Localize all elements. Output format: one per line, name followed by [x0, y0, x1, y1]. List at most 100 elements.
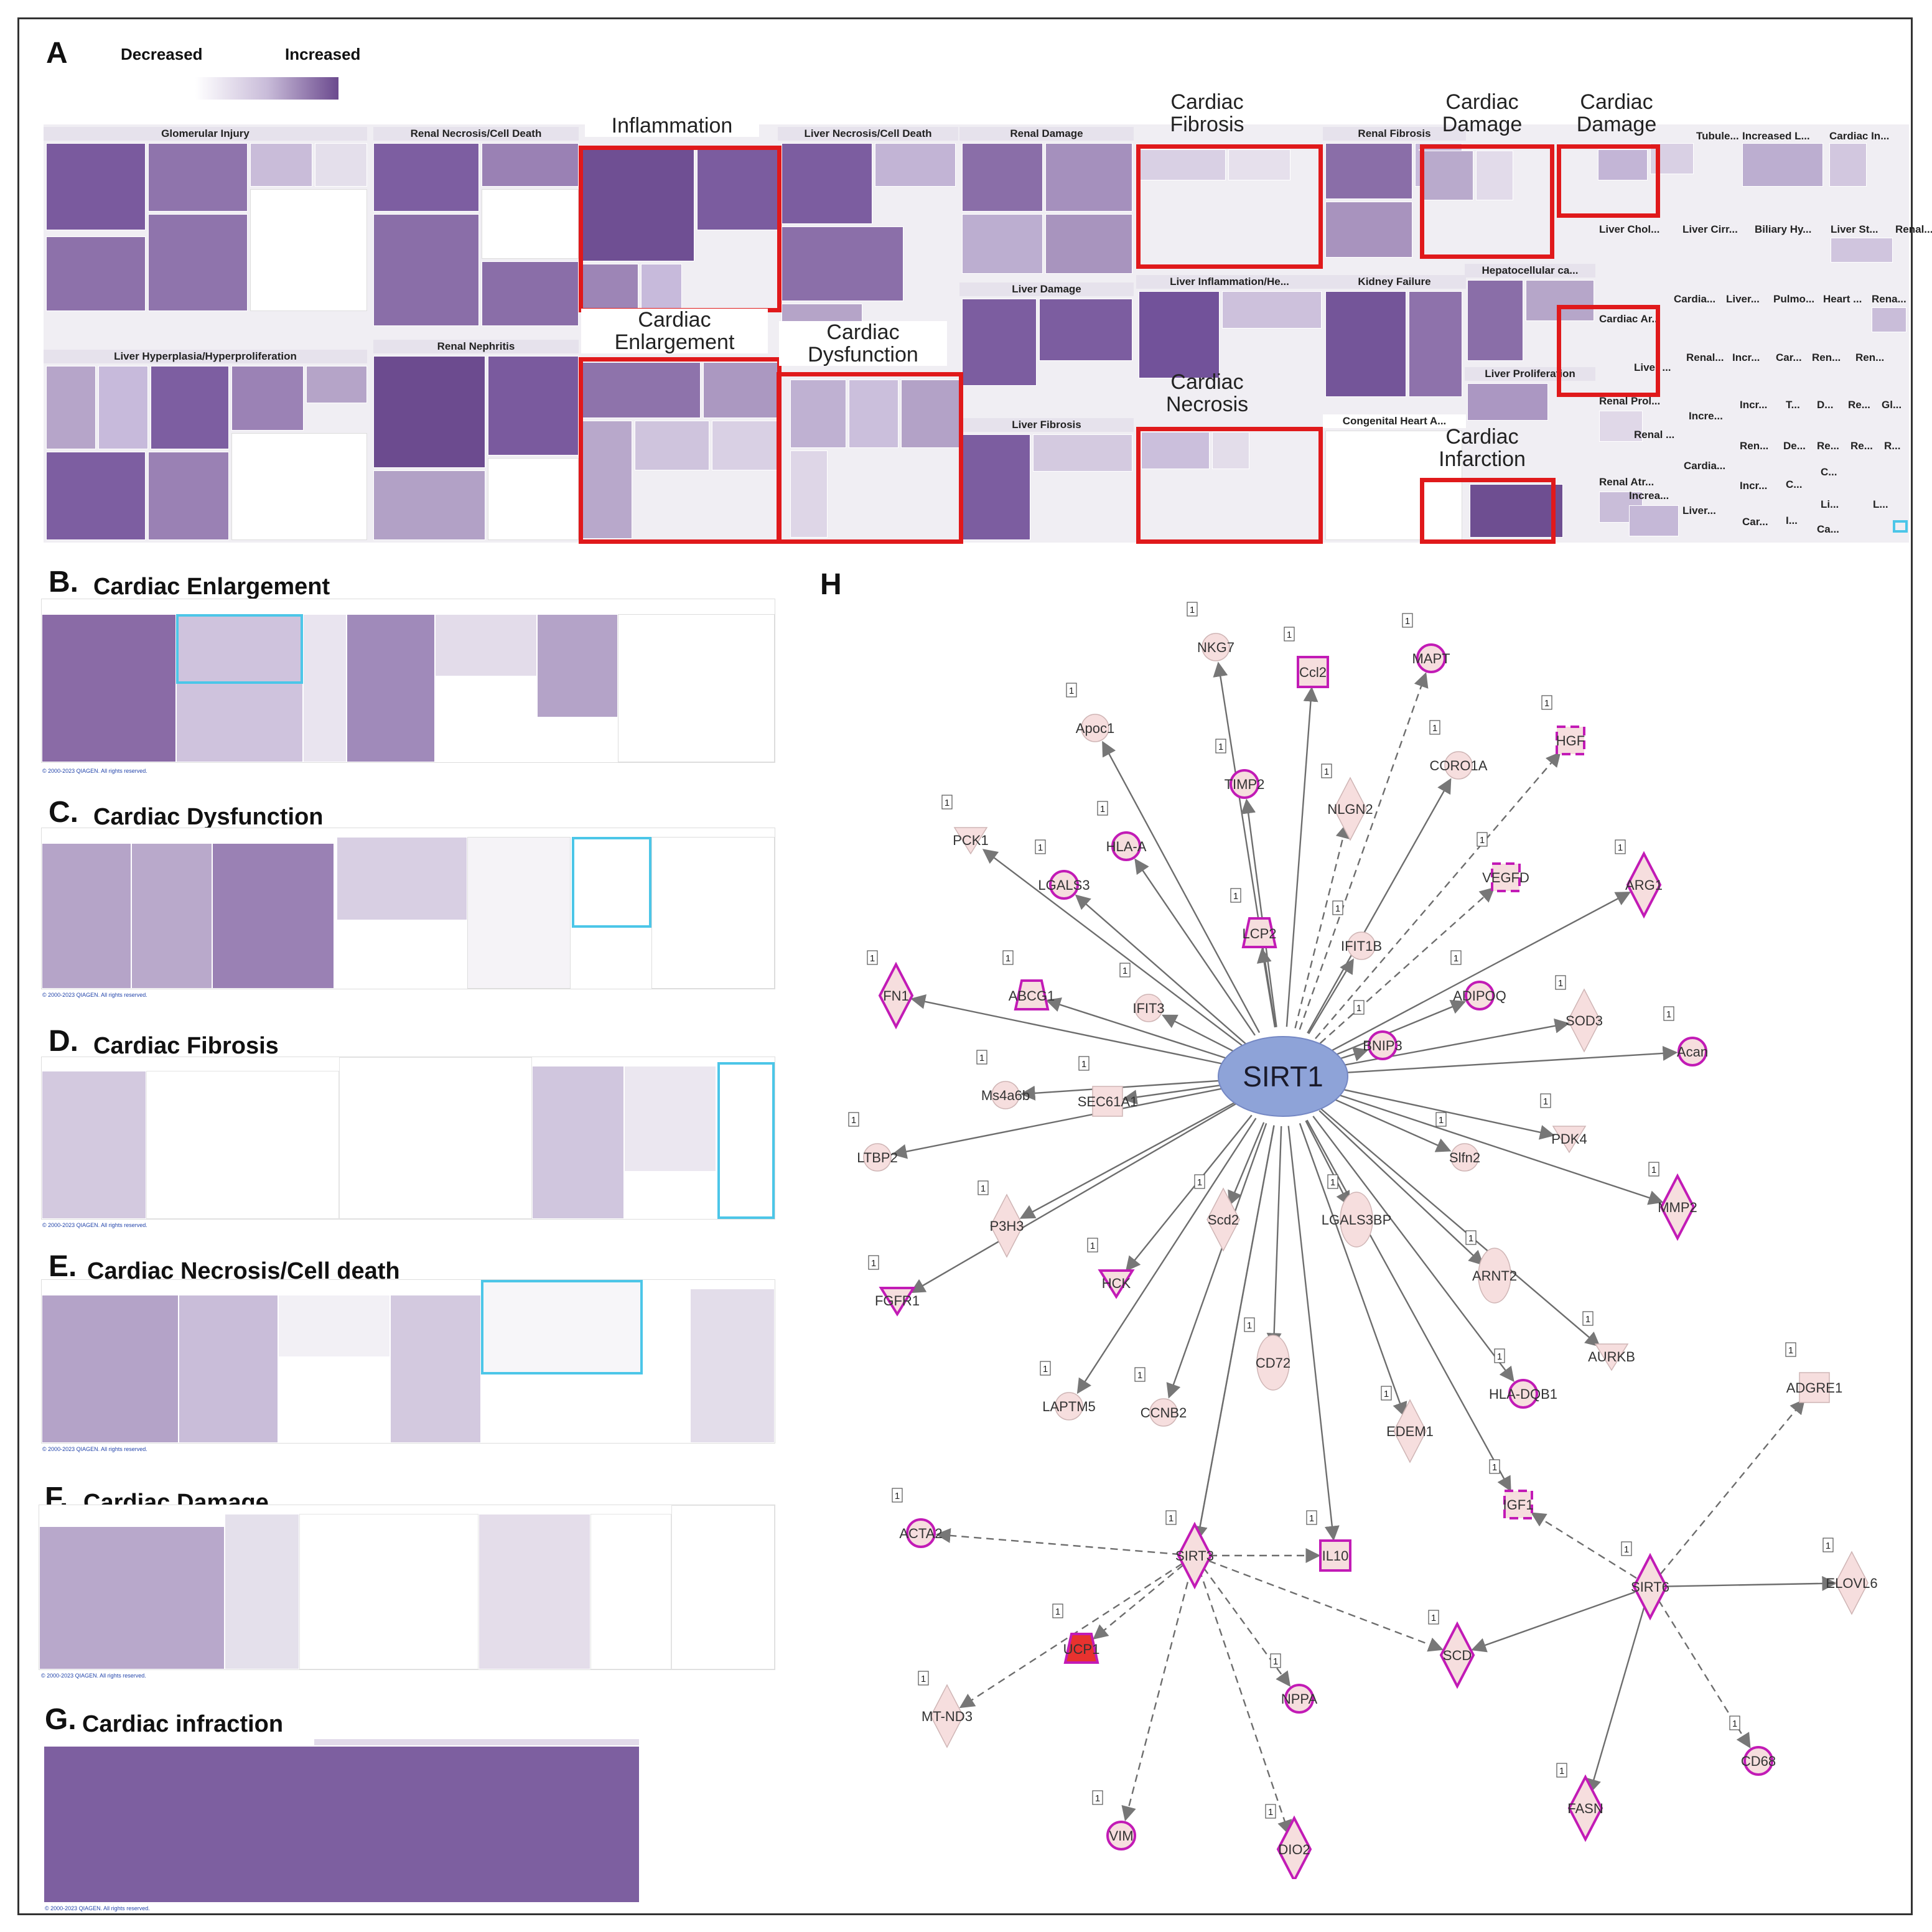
node-shape	[1134, 994, 1163, 1022]
node-label: P3H3	[989, 1218, 1024, 1234]
title-renal-top: Renal...	[1895, 223, 1932, 235]
highlight-cardiac-enlargement[interactable]	[579, 357, 782, 544]
node-label: Slfn2	[1449, 1150, 1480, 1165]
node-badge-text: 1	[1233, 891, 1238, 902]
highlight-cardiac-damage-1[interactable]	[1420, 144, 1554, 259]
node-badge-text: 1	[1480, 835, 1485, 846]
node-badge-text: 1	[1544, 698, 1549, 709]
node-label: VIM	[1109, 1828, 1133, 1844]
highlight-cardiac-necrosis[interactable]	[1136, 427, 1323, 544]
node-badge	[1540, 1093, 1551, 1108]
node-shape	[1594, 1343, 1629, 1371]
node-shape	[990, 1193, 1024, 1258]
title-l: L...	[1873, 498, 1888, 510]
highlight-cardiac-infarction[interactable]	[1420, 478, 1556, 544]
selected-region[interactable]	[717, 1062, 775, 1219]
highlight-cardiac-fibrosis[interactable]	[1136, 144, 1323, 269]
label-cardiac-dysfunction: Cardiac Dysfunction	[779, 321, 947, 366]
highlight-cardiac-damage-2[interactable]	[1557, 144, 1660, 218]
selected-region[interactable]	[572, 837, 651, 928]
highlight-inflammation[interactable]	[579, 146, 782, 312]
node-badge-text: 1	[1287, 630, 1292, 640]
label-inflammation: Inflammation	[585, 114, 759, 137]
node-badge-text: 1	[981, 1183, 986, 1194]
selected-region[interactable]	[481, 1280, 643, 1374]
node-shape	[1659, 1173, 1696, 1241]
node-shape	[906, 1518, 936, 1548]
selected-region[interactable]	[176, 614, 303, 684]
network-hub-sirt1[interactable]: SIRT1	[1218, 1036, 1348, 1117]
node-badge-text: 1	[1384, 1389, 1389, 1399]
highlight-cardiac-arrhythmia[interactable]	[1557, 305, 1660, 397]
node-badge	[1785, 1342, 1796, 1357]
network-edge	[1328, 1096, 1452, 1152]
title-incr-1: Incr...	[1732, 352, 1760, 363]
treemap-cell	[1829, 143, 1867, 187]
title-incre: Incre...	[1689, 410, 1723, 422]
highlight-cardiac-dysfunction[interactable]	[777, 372, 963, 544]
node-badge-text: 1	[945, 798, 950, 808]
node-label: PCK1	[953, 833, 988, 848]
node-shape	[1177, 1521, 1213, 1590]
title-pulmo: Pulmo...	[1773, 293, 1815, 305]
network-node-mtnd3[interactable]: 1MT-ND3	[918, 1671, 973, 1748]
panel-title-c: Cardiac Dysfunction	[93, 804, 324, 830]
node-shape	[1626, 851, 1662, 919]
